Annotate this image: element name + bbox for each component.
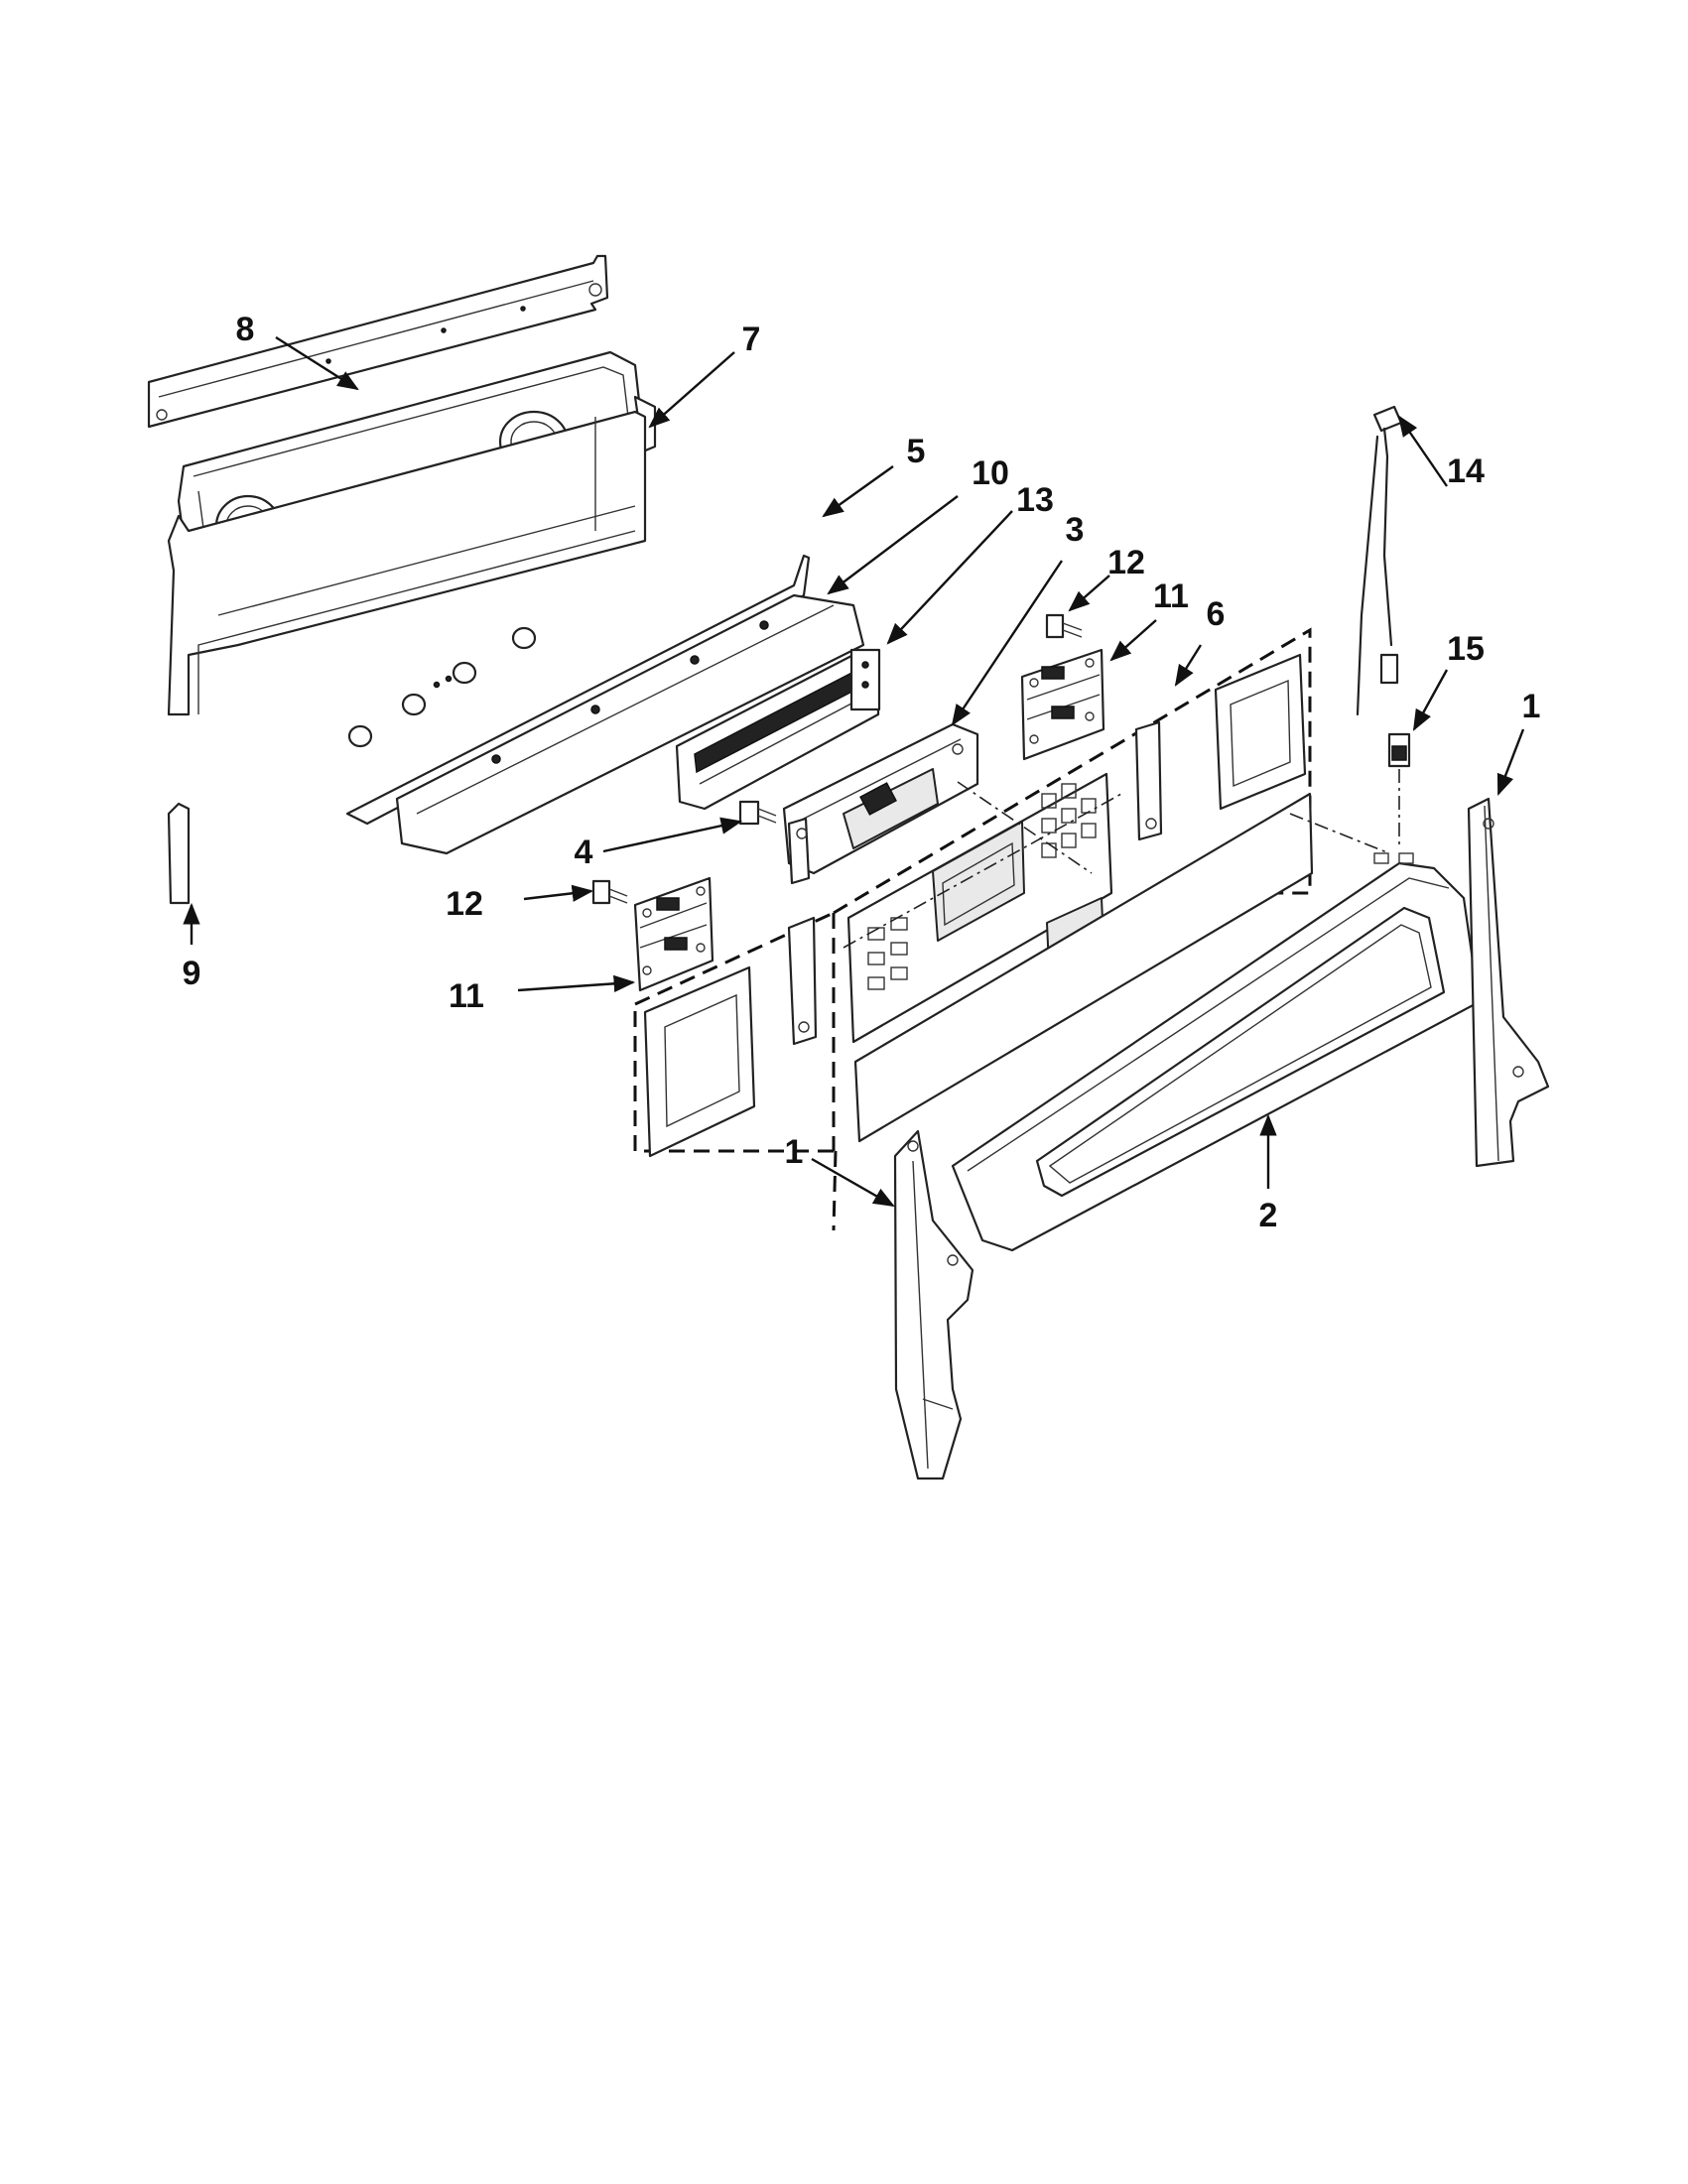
lower-side-bracket bbox=[893, 1129, 974, 1480]
knob-control-module bbox=[1020, 648, 1105, 761]
control-panel-frame bbox=[633, 627, 1390, 1231]
electronic-control-board bbox=[782, 722, 979, 885]
ribbon-connector bbox=[675, 648, 881, 811]
callout-11: 11 bbox=[1153, 578, 1189, 615]
mounting-screw bbox=[1045, 613, 1083, 639]
callout-12: 12 bbox=[446, 885, 483, 923]
callout-5: 5 bbox=[907, 433, 926, 470]
callout-9: 9 bbox=[183, 955, 201, 992]
front-trim-panel bbox=[951, 852, 1481, 1252]
rear-bracket-strip bbox=[147, 254, 609, 429]
callout-13: 13 bbox=[1016, 481, 1054, 519]
end-cap-bracket bbox=[1467, 797, 1550, 1168]
callout-12: 12 bbox=[1107, 544, 1145, 581]
mounting-screw bbox=[591, 879, 628, 905]
callout-11: 11 bbox=[449, 977, 484, 1015]
support-channel bbox=[167, 410, 647, 905]
callout-2: 2 bbox=[1259, 1197, 1278, 1234]
knob-control-module bbox=[633, 876, 714, 992]
callout-labels: 8 7 5 10 13 3 12 11 6 14 15 1 4 12 9 11 … bbox=[183, 311, 1541, 1234]
control-tray bbox=[345, 554, 865, 855]
callout-4: 4 bbox=[575, 834, 593, 871]
mounting-screw bbox=[738, 800, 777, 826]
switch-plug bbox=[1387, 732, 1411, 848]
callout-14: 14 bbox=[1447, 452, 1485, 490]
callout-7: 7 bbox=[742, 321, 761, 358]
callout-6: 6 bbox=[1207, 595, 1226, 633]
callout-8: 8 bbox=[236, 311, 255, 348]
callout-1: 1 bbox=[785, 1133, 804, 1171]
wire-harness bbox=[1356, 405, 1403, 716]
callout-3: 3 bbox=[1066, 511, 1085, 549]
callout-1: 1 bbox=[1522, 688, 1541, 725]
callout-leaders bbox=[183, 335, 1525, 1208]
callout-15: 15 bbox=[1447, 630, 1485, 668]
callout-10: 10 bbox=[972, 454, 1009, 492]
